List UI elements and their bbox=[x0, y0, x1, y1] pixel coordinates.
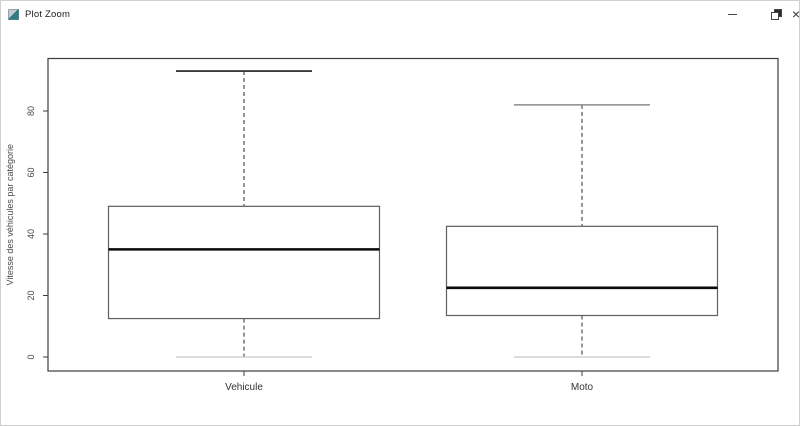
y-tick-label: 40 bbox=[26, 229, 36, 239]
maximize-button[interactable] bbox=[767, 1, 785, 27]
close-button[interactable]: × bbox=[787, 1, 800, 27]
iqr-box bbox=[107, 205, 381, 320]
y-tick-label: 80 bbox=[26, 106, 36, 116]
close-icon: × bbox=[791, 6, 800, 22]
minimize-icon bbox=[727, 13, 737, 15]
restore-icon bbox=[770, 8, 782, 20]
y-axis-label: Vitesse des véhicules par catégorie bbox=[5, 144, 15, 285]
y-tick-label: 60 bbox=[26, 167, 36, 177]
iqr-box bbox=[445, 225, 719, 317]
category-label: Moto bbox=[571, 382, 594, 393]
category-label: Vehicule bbox=[225, 382, 263, 393]
y-tick-label: 0 bbox=[26, 354, 36, 359]
plot-window-icon bbox=[8, 8, 19, 20]
y-tick-label: 20 bbox=[26, 290, 36, 300]
minimize-button[interactable] bbox=[723, 1, 741, 27]
titlebar: Plot Zoom bbox=[1, 1, 799, 27]
window-title: Plot Zoom bbox=[25, 8, 71, 20]
